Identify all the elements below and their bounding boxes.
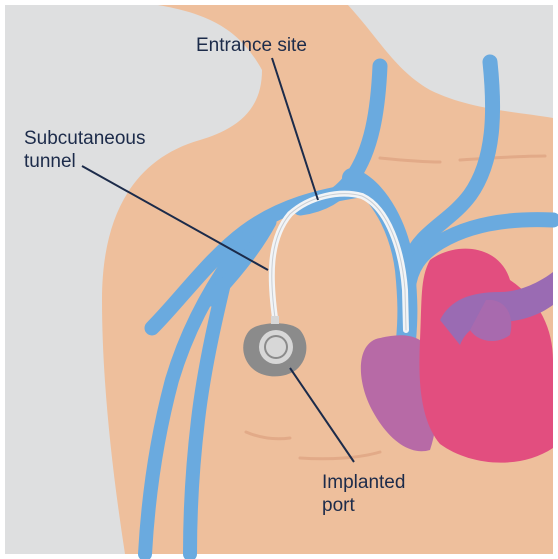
entrance-site-label: Entrance site bbox=[196, 34, 307, 57]
subcutaneous-tunnel-label: Subcutaneous tunnel bbox=[24, 127, 146, 173]
port-connector bbox=[271, 316, 279, 324]
implanted-port-label: Implanted port bbox=[322, 471, 405, 517]
port-septum-center bbox=[266, 337, 286, 357]
